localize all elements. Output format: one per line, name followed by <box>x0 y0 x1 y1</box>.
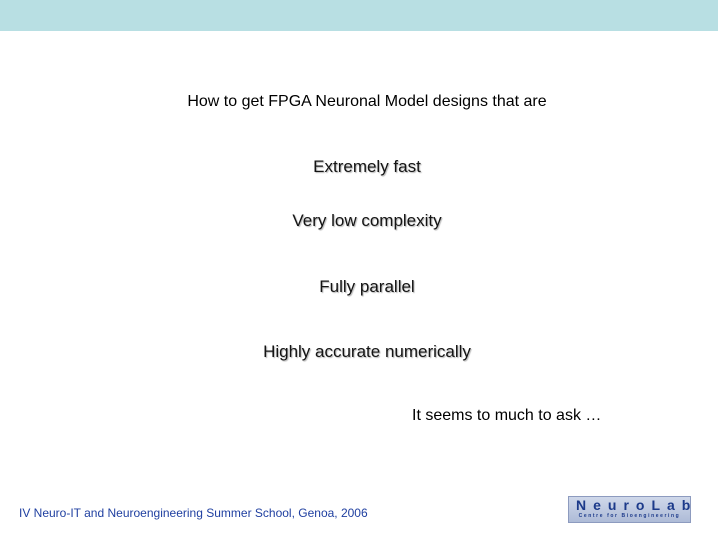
neurolab-logo: NeuroLab Centre for Bioengineering <box>568 496 691 523</box>
feature-extremely-fast: Extremely fast <box>313 157 421 176</box>
footer-text: IV Neuro-IT and Neuroengineering Summer … <box>19 506 368 520</box>
slide-heading: How to get FPGA Neuronal Model designs t… <box>187 93 547 110</box>
logo-name: NeuroLab <box>576 497 698 513</box>
closing-remark: It seems to much to ask … <box>412 407 602 424</box>
logo-subtitle: Centre for Bioengineering <box>578 513 681 519</box>
feature-fully-parallel: Fully parallel <box>319 277 415 296</box>
feature-accurate: Highly accurate numerically <box>263 342 471 361</box>
top-band <box>0 0 718 31</box>
feature-low-complexity: Very low complexity <box>292 211 442 230</box>
